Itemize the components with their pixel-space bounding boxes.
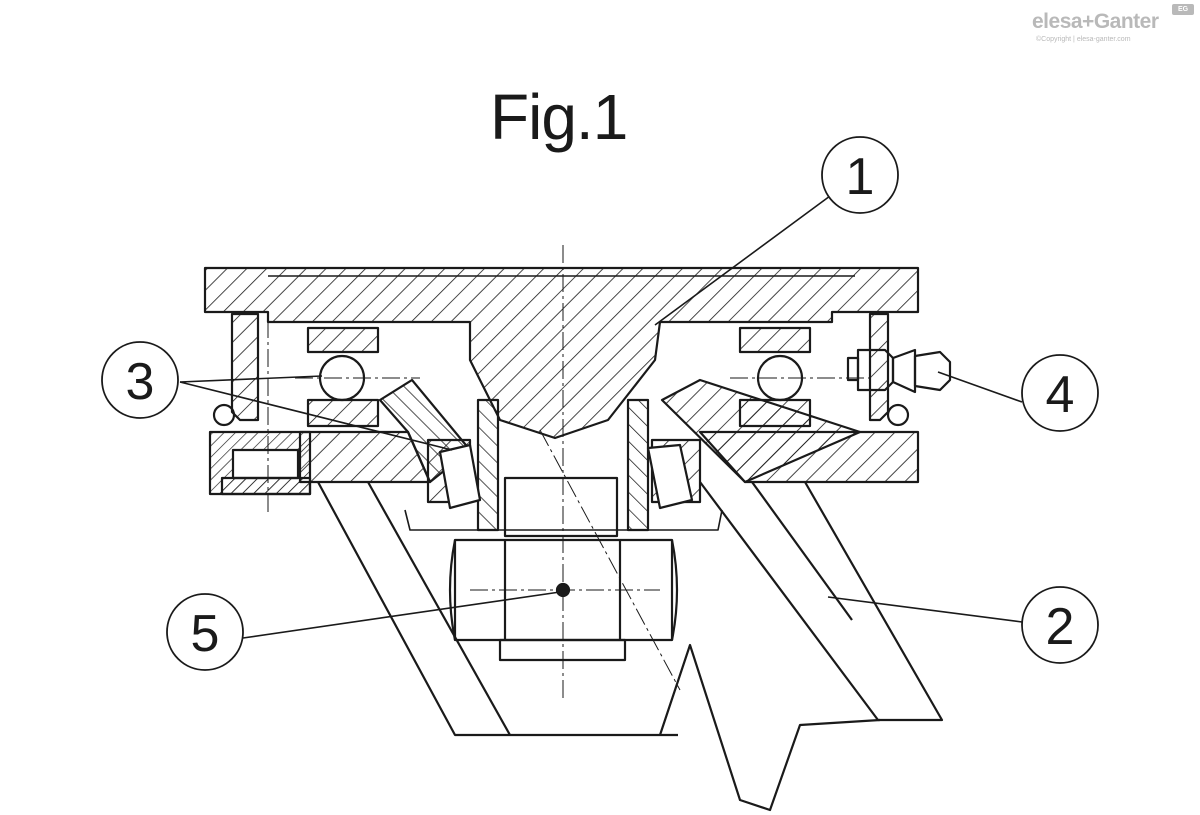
callout-4: 4 xyxy=(1021,354,1099,432)
callout-5: 5 xyxy=(166,593,244,671)
callout-1: 1 xyxy=(821,136,899,214)
logo-mark-icon: EG xyxy=(1172,4,1194,15)
logo-copyright: ©Copyright | elesa-ganter.com xyxy=(1036,36,1131,43)
central-pin xyxy=(404,476,723,538)
top-plate xyxy=(203,266,920,440)
leader-lines xyxy=(179,195,1023,639)
callout-2-label: 2 xyxy=(1046,598,1075,656)
drawing-lines xyxy=(179,195,1023,812)
callout-1-label: 1 xyxy=(846,148,875,206)
base-plate xyxy=(208,378,920,496)
right-roller-bearing xyxy=(626,398,702,532)
callout-2: 2 xyxy=(1021,586,1099,664)
callout-5-label: 5 xyxy=(191,605,220,663)
brand-logo: elesa+Ganter ©Copyright | elesa-ganter.c… xyxy=(1030,4,1198,48)
callouts: 1 2 3 4 5 xyxy=(101,136,1099,671)
right-ball-bearing xyxy=(738,312,910,428)
left-roller-bearing xyxy=(426,398,500,532)
logo-name: elesa+Ganter xyxy=(1032,10,1159,33)
grease-nipple xyxy=(846,348,952,394)
callout-3: 3 xyxy=(101,341,179,419)
callout-4-label: 4 xyxy=(1046,366,1075,424)
figure-title: Fig.1 xyxy=(490,81,628,153)
fork-bracket xyxy=(317,481,944,812)
callout-3-label: 3 xyxy=(126,353,155,411)
centre-lines xyxy=(267,245,870,700)
left-ball-bearing xyxy=(212,312,380,428)
